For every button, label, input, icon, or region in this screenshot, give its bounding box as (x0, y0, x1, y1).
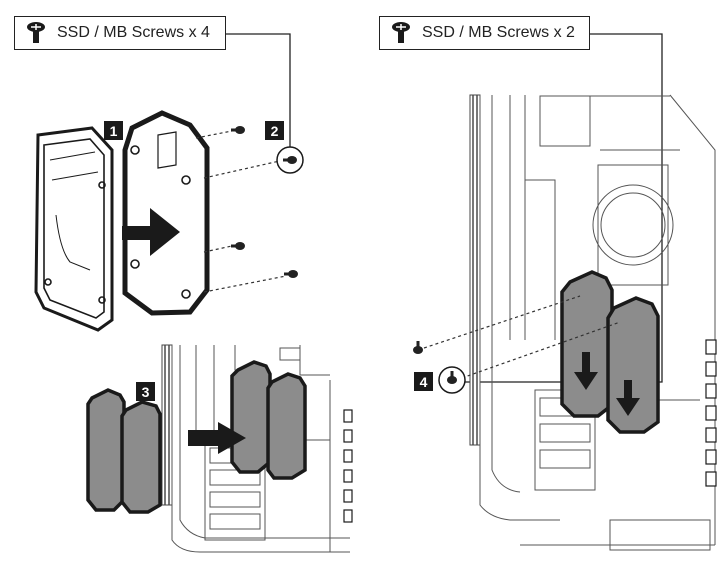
ssd-pair-installed (230, 360, 307, 480)
screw-panel-4 (413, 341, 423, 354)
callout-right-label: SSD / MB Screws x 2 (422, 24, 575, 41)
step-badge-3: 3 (136, 382, 155, 401)
screw-callout-right: SSD / MB Screws x 2 (379, 16, 590, 50)
screw-highlight-4 (447, 371, 457, 384)
step-badge-1: 1 (104, 121, 123, 140)
screw-guide-lines (195, 130, 287, 293)
screw-icon (27, 22, 45, 43)
step-badge-4: 4 (414, 372, 433, 391)
chassis-panel-4-ports (705, 339, 717, 487)
insert-arrow-3 (188, 422, 246, 454)
ssd-pair-outside (86, 388, 162, 514)
screw-highlight-2 (283, 156, 297, 164)
ssd-pair-mounting (560, 270, 660, 434)
chassis-panel-3-ports (343, 409, 353, 523)
hard-drive-outline (34, 126, 114, 332)
screw-guide-lines-4 (423, 295, 621, 379)
ssd-tray (122, 110, 210, 316)
screws-panel-1 (231, 126, 298, 278)
screw-icon (392, 22, 410, 43)
left-callout-leader (226, 33, 291, 158)
insert-arrow-1 (122, 208, 180, 256)
callout-left-label: SSD / MB Screws x 4 (57, 24, 210, 41)
down-arrows (574, 352, 640, 416)
screw-callout-left: SSD / MB Screws x 4 (14, 16, 226, 50)
step-badge-2: 2 (265, 121, 284, 140)
chassis-panel-4 (469, 94, 716, 551)
